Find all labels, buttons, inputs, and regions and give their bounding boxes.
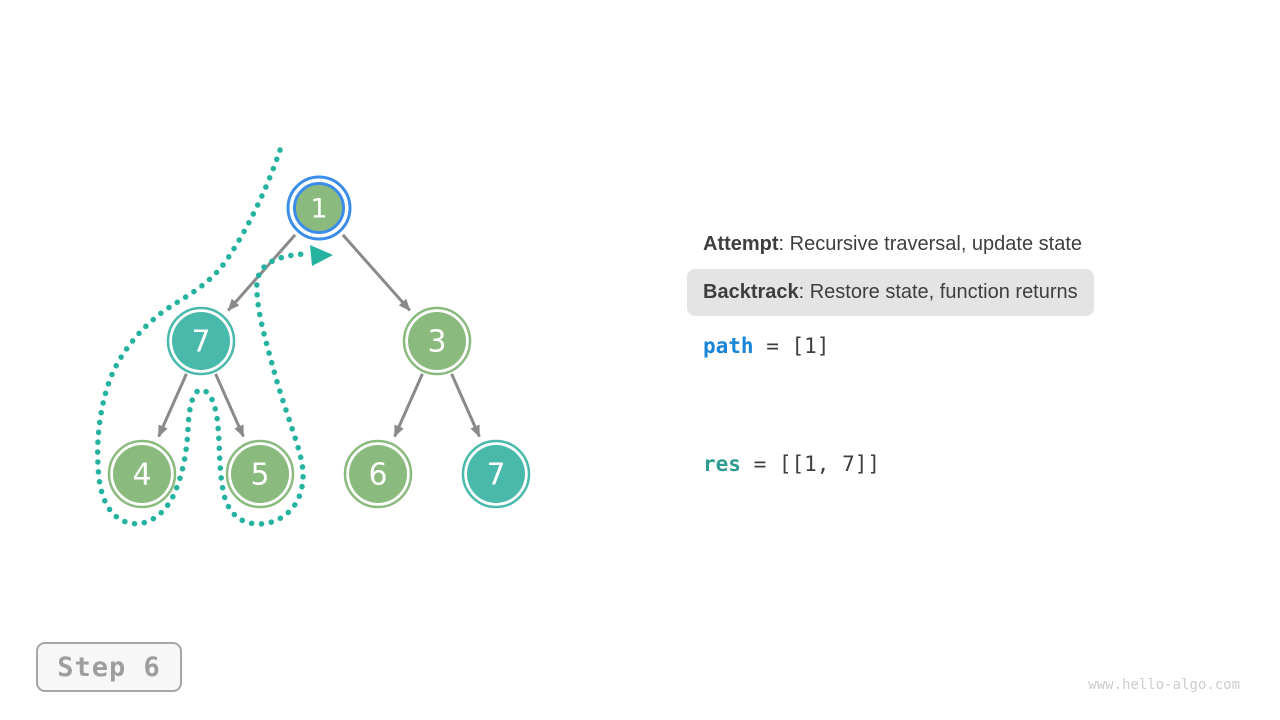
step-badge[interactable]: Step 6 bbox=[36, 642, 182, 692]
node-value: 4 bbox=[132, 458, 151, 493]
backtrack-trace-path bbox=[94, 147, 307, 527]
attempt-legend: Attempt: Recursive traversal, update sta… bbox=[703, 232, 1082, 256]
tree-node-n7r: 7 bbox=[461, 439, 531, 509]
res-value: = [[1, 7]] bbox=[740, 452, 881, 476]
node-value: 1 bbox=[310, 194, 327, 225]
tree-edge-n3-n6 bbox=[393, 373, 424, 438]
step-badge-label: Step 6 bbox=[57, 651, 161, 683]
node-value: 6 bbox=[368, 458, 387, 493]
backtrack-term: Backtrack bbox=[703, 281, 799, 303]
trace-arrowhead-icon bbox=[310, 245, 333, 266]
tree-node-n4: 4 bbox=[107, 439, 177, 509]
path-state: path = [1] bbox=[703, 333, 829, 359]
node-value: 7 bbox=[191, 325, 210, 360]
backtrack-desc: : Restore state, function returns bbox=[798, 281, 1078, 303]
tree-edge-n7l-n5 bbox=[214, 373, 245, 438]
tree-node-n7l: 7 bbox=[166, 306, 236, 376]
node-value: 3 bbox=[427, 325, 446, 360]
tree-node-n5: 5 bbox=[225, 439, 295, 509]
attempt-desc: : Recursive traversal, update state bbox=[778, 233, 1083, 255]
tree-edge-n7l-n4 bbox=[157, 373, 188, 438]
tree-node-n1: 1 bbox=[286, 175, 352, 241]
path-value: = [1] bbox=[753, 334, 830, 358]
tree-node-n6: 6 bbox=[343, 439, 413, 509]
path-variable: path bbox=[703, 334, 754, 358]
res-variable: res bbox=[703, 452, 741, 476]
tree-edge-n1-n7l bbox=[227, 233, 297, 312]
backtrack-legend-highlight: Backtrack: Restore state, function retur… bbox=[687, 269, 1094, 316]
node-value: 5 bbox=[250, 458, 269, 493]
tree-edge-n1-n3 bbox=[341, 233, 411, 312]
res-state: res = [[1, 7]] bbox=[703, 451, 880, 477]
tree-node-n3: 3 bbox=[402, 306, 472, 376]
watermark: www.hello-algo.com bbox=[1088, 677, 1240, 693]
tree-edge-n3-n7r bbox=[450, 373, 481, 438]
attempt-term: Attempt bbox=[703, 233, 779, 255]
node-value: 7 bbox=[486, 458, 505, 493]
